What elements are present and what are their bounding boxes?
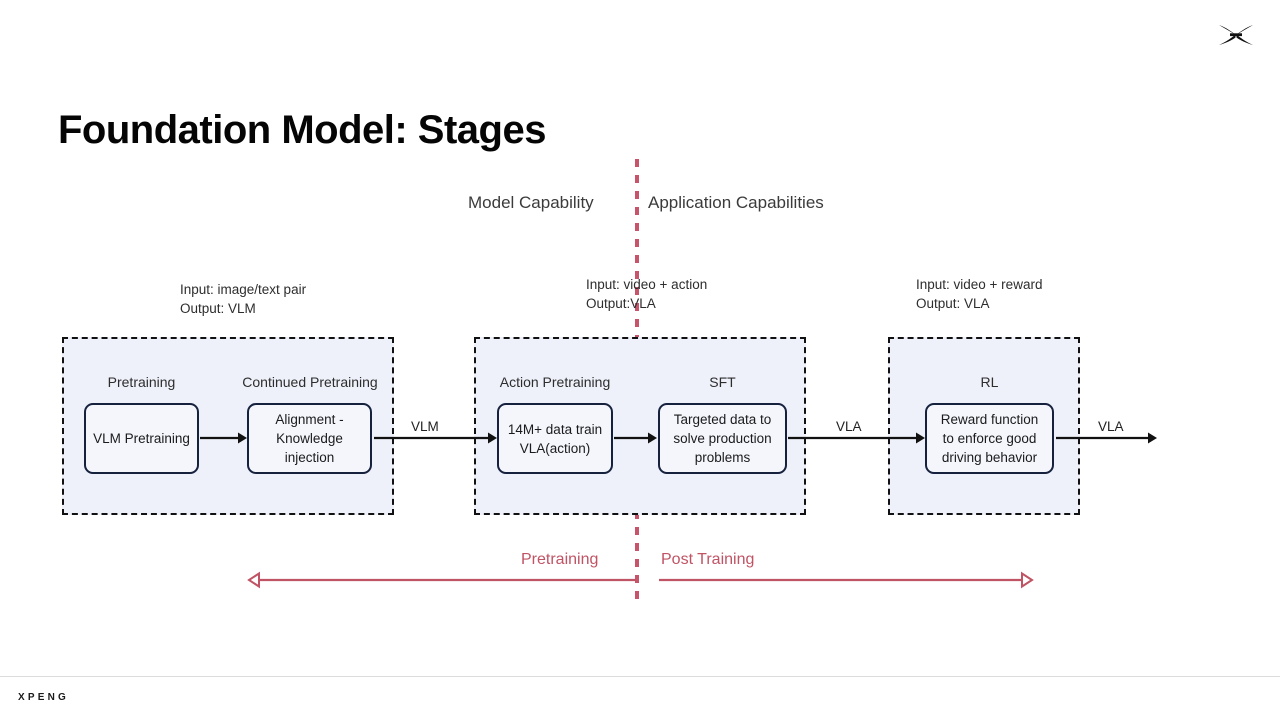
connector-arrow-action-to-sft <box>614 432 658 444</box>
stage-title-sft: SFT <box>709 374 736 390</box>
footer-wordmark: XPENG <box>18 692 70 703</box>
io-caption-group-2: Input: video + action Output:VLA <box>586 275 707 313</box>
node-rl-reward-function[interactable]: Reward function to enforce good driving … <box>925 403 1054 474</box>
xpeng-bowtie-icon <box>1218 20 1254 50</box>
phase-label-post-training: Post Training <box>661 551 755 568</box>
phase-arrow-pretraining <box>247 570 636 590</box>
node-vlm-pretraining[interactable]: VLM Pretraining <box>84 403 199 474</box>
io-input-2: Input: video + action <box>586 277 708 292</box>
page-title: Foundation Model: Stages <box>58 108 546 152</box>
arrow-label-vla-mid: VLA <box>836 419 862 434</box>
footer-divider <box>0 676 1280 677</box>
phase-label-pretraining: Pretraining <box>521 551 599 568</box>
io-input-1: Input: image/text pair <box>180 282 307 297</box>
node-alignment-knowledge-injection[interactable]: Alignment - Knowledge injection <box>247 403 372 474</box>
phase-arrow-post-training <box>659 570 1034 590</box>
io-caption-group-1: Input: image/text pair Output: VLM <box>180 280 306 318</box>
node-action-pretraining-data[interactable]: 14M+ data train VLA(action) <box>497 403 613 474</box>
arrow-label-vla-out: VLA <box>1098 419 1124 434</box>
application-capability-label: Application Capabilities <box>648 193 824 212</box>
connector-arrow-group2-to-group3 <box>788 432 926 444</box>
connector-arrow-group1-to-group2 <box>374 432 498 444</box>
io-output-2: Output:VLA <box>586 296 656 311</box>
model-capability-label: Model Capability <box>468 193 594 212</box>
io-output-1: Output: VLM <box>180 301 256 316</box>
arrow-label-vlm: VLM <box>411 419 439 434</box>
connector-arrow-output <box>1056 432 1158 444</box>
io-caption-group-3: Input: video + reward Output: VLA <box>916 275 1042 313</box>
io-input-3: Input: video + reward <box>916 277 1043 292</box>
node-sft-targeted-data[interactable]: Targeted data to solve production proble… <box>658 403 787 474</box>
io-output-3: Output: VLA <box>916 296 990 311</box>
stage-title-action-pretraining: Action Pretraining <box>499 374 611 390</box>
stage-title-continued-pretraining: Continued Pretraining <box>242 374 378 390</box>
connector-arrow-vlm-to-alignment <box>200 432 248 444</box>
stage-title-pretraining: Pretraining <box>107 374 176 390</box>
stage-title-rl: RL <box>980 374 999 390</box>
